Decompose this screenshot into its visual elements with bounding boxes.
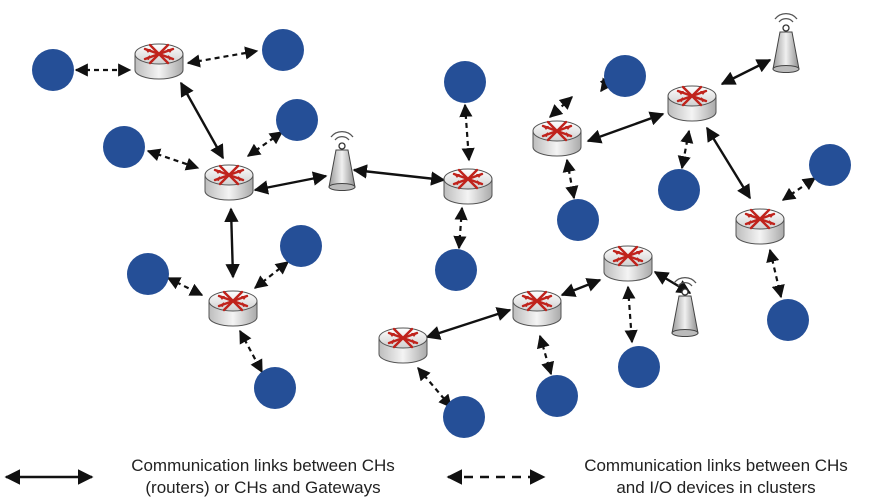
router-icon [602,244,654,283]
device-node [809,144,851,186]
gateway-icon [671,277,699,338]
solid-link [253,171,328,195]
device-node [280,225,322,267]
legend-dashed-line2: and I/O devices in clusters [616,478,816,497]
dashed-link [146,148,200,171]
router-icon [207,289,259,328]
dashed-link [239,329,263,374]
legend-dashed-line1: Communication links between CHs [584,456,848,475]
solid-link [352,164,446,186]
dashed-link [166,277,204,296]
router-icon [203,163,255,202]
solid-link [179,81,225,160]
router-icon [133,42,185,81]
legend-solid-line2: (routers) or CHs and Gateways [145,478,381,497]
legend-dashed-label: Communication links between CHs and I/O … [560,455,872,499]
device-node [32,49,74,91]
dashed-link [253,261,290,289]
legend-solid-line1: Communication links between CHs [131,456,395,475]
device-node [618,346,660,388]
router-icon [511,289,563,328]
io-devices [32,29,851,438]
gateway-icon [328,131,356,192]
device-node [604,55,646,97]
device-node [444,61,486,103]
dashed-link [186,46,259,68]
solid-links [179,58,772,340]
solid-link [560,278,602,297]
device-node [443,396,485,438]
device-node [435,249,477,291]
device-node [127,253,169,295]
device-node [262,29,304,71]
dashed-link [246,131,284,157]
solid-link [224,207,240,279]
device-node [557,199,599,241]
solid-link [425,307,512,340]
dashed-link [459,103,475,162]
legend-solid-label: Communication links between CHs (routers… [108,455,418,499]
solid-link [705,126,752,200]
router-icon [531,119,583,158]
router-icon [666,84,718,123]
dashed-link [453,206,468,250]
dashed-link [549,96,573,118]
router-icon [734,207,786,246]
device-node [536,375,578,417]
dashed-link [781,177,817,201]
device-node [767,299,809,341]
device-node [276,99,318,141]
solid-link [586,111,665,144]
device-node [103,126,145,168]
dashed-link [622,285,638,344]
gateway-icon [772,13,800,74]
router-icon [377,326,429,365]
dashed-link [536,334,555,376]
dashed-link [417,366,452,409]
router-icon [442,167,494,206]
dashed-link [677,129,694,170]
dashed-link [562,158,579,200]
solid-link [720,58,772,86]
device-node [658,169,700,211]
dashed-link [766,248,785,299]
device-node [254,367,296,409]
